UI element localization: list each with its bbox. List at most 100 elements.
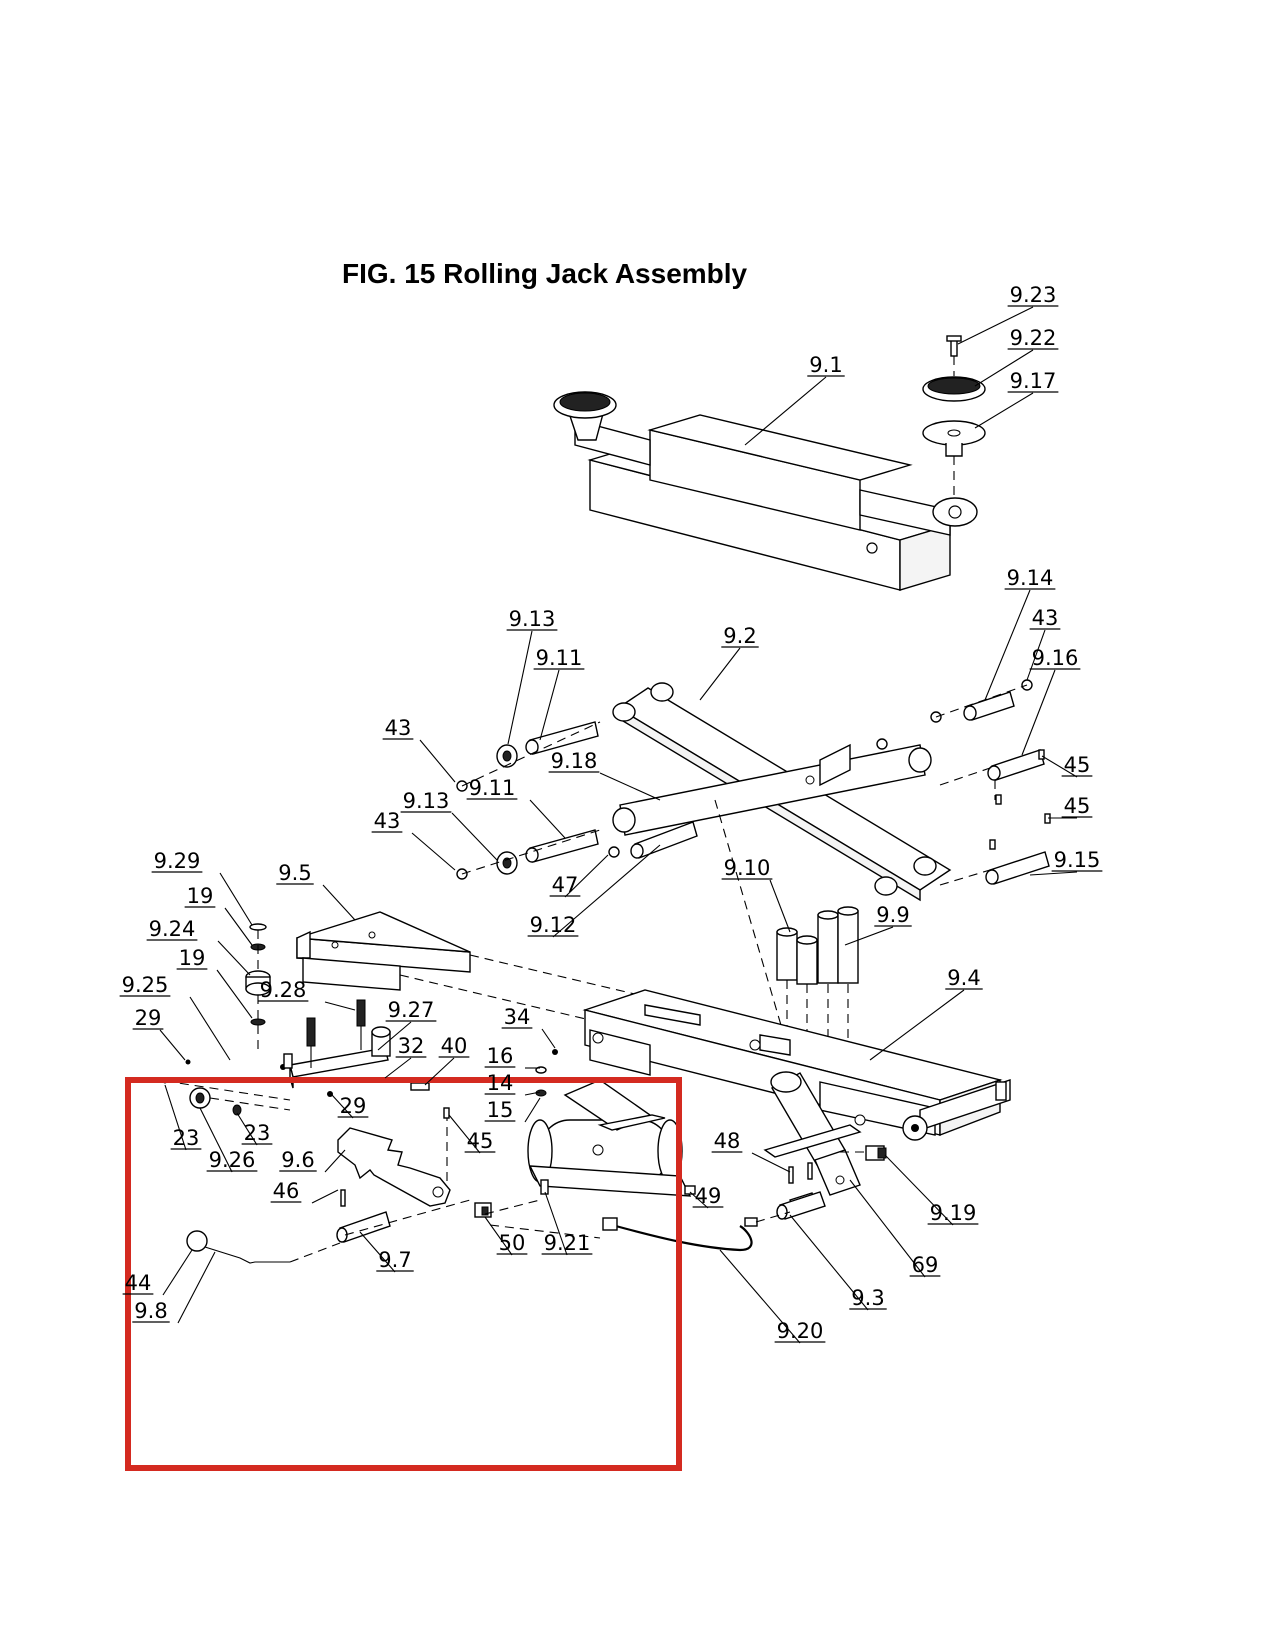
lift-pad-left [553, 391, 617, 441]
leader-line [789, 1214, 869, 1311]
callout-label: 9.16 [1032, 646, 1079, 670]
leader-line [544, 1191, 568, 1256]
callout-label: 19 [187, 884, 214, 908]
leader-line [224, 907, 253, 946]
callout-label: 9.22 [1010, 326, 1057, 350]
callout-label: 9.13 [403, 789, 450, 813]
part-9-13-roller-upper [496, 744, 518, 768]
washer-stack [245, 923, 271, 1026]
callout-50: 50 [484, 1216, 528, 1256]
callout-label: 43 [385, 716, 412, 740]
callout-label: 40 [441, 1034, 468, 1058]
part-23-washer [232, 1104, 242, 1116]
callout-9-28: 9.28 [257, 978, 356, 1011]
leader-line [424, 1057, 455, 1086]
part-50-fitting [474, 1202, 492, 1218]
callout-label: 9.21 [544, 1231, 591, 1255]
callout-label: 43 [374, 809, 401, 833]
callout-15: 15 [484, 1097, 541, 1123]
callout-9-20: 9.20 [719, 1249, 826, 1344]
leader-line [552, 844, 661, 938]
part-9-3-ram-and-linkage [763, 1071, 862, 1220]
callout-label: 45 [1064, 753, 1091, 777]
callout-label: 45 [1064, 794, 1091, 818]
part-9-20-hose [602, 1217, 753, 1252]
callout-9-11a: 9.11 [533, 646, 585, 741]
callout-label: 9.27 [388, 998, 435, 1022]
callout-label: 49 [695, 1184, 722, 1208]
leader-line [529, 799, 566, 839]
callout-14: 14 [484, 1071, 541, 1096]
callout-32: 32 [384, 1034, 427, 1079]
callout-19a: 19 [184, 884, 253, 946]
callout-9-6: 9.6 [279, 1148, 346, 1173]
callout-9-19: 9.19 [884, 1154, 979, 1226]
callout-label: 9.4 [947, 966, 980, 990]
callout-label: 9.26 [209, 1148, 256, 1172]
leader-line [311, 1189, 339, 1204]
callout-43c: 43 [371, 809, 456, 871]
leader-line [1041, 755, 1078, 778]
leader-line [599, 772, 661, 801]
callout-45c: 45 [448, 1114, 496, 1154]
leader-line [744, 376, 827, 446]
callout-9-1: 9.1 [744, 353, 845, 446]
callout-label: 23 [173, 1126, 200, 1150]
callout-label: 9.24 [149, 917, 196, 941]
part-9-18-scissor-arm [612, 743, 932, 836]
callout-label: 9.11 [469, 776, 516, 800]
callout-label: 50 [499, 1231, 526, 1255]
part-9-11-pin-lower [525, 829, 599, 863]
callout-label: 19 [179, 946, 206, 970]
part-9-21-bolt [540, 1179, 549, 1195]
pin-48-set [788, 1162, 813, 1184]
leader-line [984, 589, 1031, 701]
part-9-12-pin [630, 821, 698, 859]
callout-9-8: 9.8 [132, 1251, 216, 1324]
callout-label: 15 [487, 1098, 514, 1122]
part-9-9-cylinder-tall [817, 906, 859, 984]
callout-9-5: 9.5 [276, 861, 356, 921]
leader-line [164, 1084, 187, 1151]
callout-16: 16 [484, 1044, 540, 1069]
leader-line [524, 1097, 541, 1123]
callout-label: 43 [1032, 606, 1059, 630]
foot-pedal [563, 1079, 666, 1131]
part-9-22-rubber-pad [922, 376, 986, 402]
leader-line [974, 349, 1034, 387]
leader-line [689, 1191, 709, 1209]
part-9-7-pin [336, 1189, 391, 1243]
clip-right-mid [876, 711, 942, 750]
leader-line [216, 969, 253, 1019]
callout-label: 9.7 [378, 1248, 411, 1272]
leader-line [377, 1021, 412, 1051]
leader-line [331, 1094, 354, 1119]
leader-line [324, 1149, 346, 1173]
pump-reservoir [527, 1119, 692, 1197]
callout-9-11b: 9.11 [466, 776, 566, 839]
clip-47 [608, 846, 620, 858]
callout-label: 9.5 [278, 861, 311, 885]
callout-29a: 29 [132, 1006, 186, 1061]
leader-line [177, 1251, 216, 1324]
callout-label: 9.8 [134, 1299, 167, 1323]
part-9-16-pin [987, 749, 1045, 781]
callout-label: 32 [398, 1034, 425, 1058]
callout-23b: 23 [236, 1112, 273, 1146]
figure-title: FIG. 15 Rolling Jack Assembly [342, 258, 748, 289]
callout-9-15: 9.15 [1029, 848, 1103, 876]
callout-label: 9.10 [724, 856, 771, 880]
callout-label: 9.13 [509, 607, 556, 631]
callout-label: 9.25 [122, 973, 169, 997]
callout-label: 9.15 [1054, 848, 1101, 872]
leader-line [957, 306, 1034, 345]
leader-line [524, 1091, 541, 1096]
leader-line [869, 989, 965, 1061]
callout-label: 34 [504, 1005, 531, 1029]
leader-line [359, 1231, 396, 1273]
callout-9-10: 9.10 [721, 856, 791, 933]
callout-49: 49 [689, 1184, 724, 1209]
callout-34: 34 [501, 1005, 556, 1049]
part-45-pin [443, 1107, 450, 1119]
